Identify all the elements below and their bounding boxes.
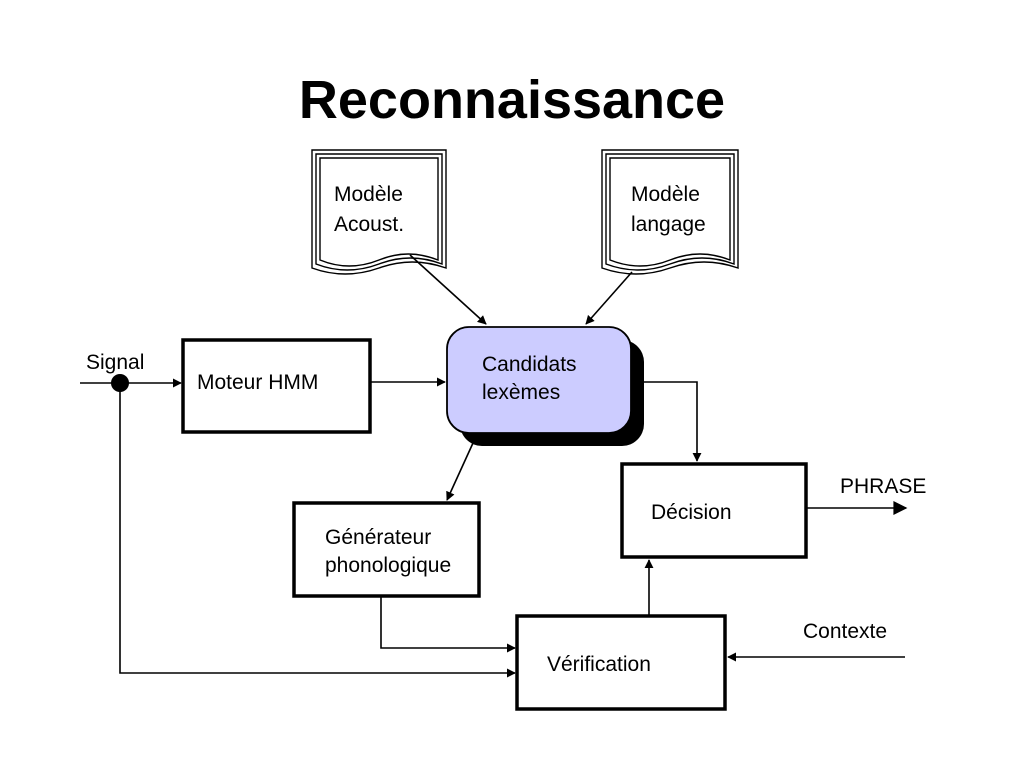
page-title: Reconnaissance	[299, 70, 725, 130]
modele-acoust-line1: Modèle	[334, 183, 403, 206]
phrase-label: PHRASE	[840, 475, 926, 498]
contexte-label: Contexte	[803, 620, 887, 643]
verification-label: Vérification	[547, 653, 651, 676]
verification-node: Vérification	[515, 614, 727, 711]
decision-label: Décision	[651, 501, 732, 524]
candidats-box	[446, 326, 632, 434]
modele-langage-document: Modèle langage	[601, 149, 739, 275]
signal-label: Signal	[86, 351, 144, 374]
moteur-hmm-node: Moteur HMM	[181, 338, 372, 434]
arrow-signal-to-verification	[119, 383, 516, 678]
candidats-line2: lexèmes	[482, 381, 560, 404]
generateur-line1: Générateur	[325, 526, 431, 549]
moteur-hmm-label: Moteur HMM	[197, 371, 318, 394]
generateur-phonologique-node: Générateur phonologique	[292, 501, 481, 598]
modele-acoust-document: Modèle Acoust.	[311, 149, 447, 275]
arrow-acoust-to-candidats	[409, 254, 487, 325]
arrow-langage-to-candidats	[585, 271, 633, 325]
arrow-candidats-to-decision	[644, 381, 702, 462]
modele-acoust-line2: Acoust.	[334, 213, 404, 236]
candidats-lexemes-node: Candidats lexèmes	[446, 326, 644, 446]
arrow-generateur-to-verification	[380, 596, 516, 653]
arrow-candidats-to-generateur	[446, 442, 474, 501]
decision-node: Décision	[620, 462, 808, 559]
generateur-line2: phonologique	[325, 554, 451, 577]
modele-langage-line1: Modèle	[631, 183, 700, 206]
modele-langage-line2: langage	[631, 213, 706, 236]
candidats-line1: Candidats	[482, 353, 577, 376]
